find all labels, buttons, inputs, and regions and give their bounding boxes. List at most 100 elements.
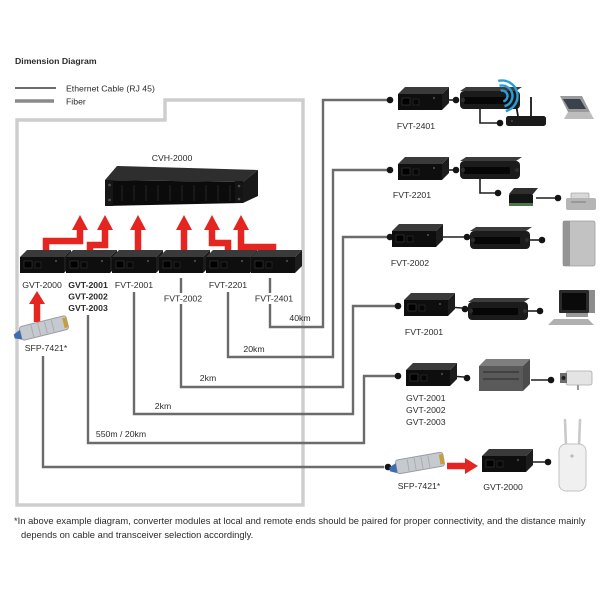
connector-dot	[554, 194, 562, 202]
module-label-fvt2002: FVT-2002	[164, 294, 202, 304]
printer-icon	[566, 192, 596, 210]
legend-fiber-label: Fiber	[66, 97, 86, 107]
local-sfp: SFP-7421*	[11, 291, 70, 353]
remote-row-fvt2401: FVT-2401	[386, 79, 594, 131]
distance-label-20km: 20km	[243, 344, 264, 354]
converter-module-icon	[19, 249, 72, 274]
connector-dot	[463, 233, 471, 241]
desktop-computer-icon	[548, 290, 595, 325]
remote-label-gvt2003: GVT-2003	[406, 417, 446, 427]
converter-module-icon	[205, 249, 258, 274]
distance-label-40km: 40km	[289, 313, 310, 323]
module-label-gvt2001: GVT-2001	[68, 280, 108, 290]
converter-module-icon	[405, 362, 458, 387]
laptop-icon	[560, 96, 594, 119]
connector-dot	[547, 376, 555, 384]
page-title: Dimension Diagram	[15, 56, 97, 66]
remote-label-fvt2201: FVT-2201	[393, 190, 431, 200]
wireless-access-point-icon	[558, 418, 587, 492]
module-label-gvt2003: GVT-2003	[68, 303, 108, 313]
connector-dot	[544, 458, 552, 466]
fiber-links	[41, 98, 395, 469]
up-arrow-icon	[237, 229, 277, 251]
converter-module-icon	[481, 448, 534, 473]
converter-module-icon	[111, 249, 164, 274]
up-arrow-icon	[42, 229, 84, 251]
ethernet-link	[479, 179, 495, 194]
connector-dot	[386, 233, 394, 241]
tower-speaker-icon	[562, 220, 596, 267]
fiber-link-fvt2002	[179, 235, 387, 389]
fiber-link-sfp	[41, 356, 384, 469]
dvr-box-icon	[479, 359, 530, 391]
module-label-gvt2000: GVT-2000	[22, 280, 62, 290]
converter-module-icon	[397, 156, 450, 181]
local-sfp-label: SFP-7421*	[25, 343, 68, 353]
remote-label-gvt2000: GVT-2000	[483, 482, 523, 492]
converter-module-icon	[391, 223, 444, 248]
uplink-arrows	[42, 229, 277, 251]
uplink-arrowheads	[72, 215, 249, 230]
chassis-icon	[105, 166, 258, 206]
chassis-label: CVH-2000	[152, 153, 193, 163]
ethernet-switch-icon	[468, 298, 530, 320]
ethernet-link	[449, 375, 465, 378]
right-arrowhead	[465, 458, 478, 474]
remote-label-fvt2002: FVT-2002	[391, 258, 429, 268]
connector-dot	[394, 372, 402, 380]
remote-row-fvt2002: FVT-2002	[386, 220, 596, 268]
up-arrow-icon	[86, 229, 109, 251]
ethernet-link	[447, 306, 463, 309]
sfp-transceiver-icon	[387, 451, 446, 476]
remote-row-fvt2001: FVT-2001	[394, 290, 595, 337]
module-label-gvt2002: GVT-2002	[68, 292, 108, 302]
up-arrowhead	[29, 291, 45, 304]
legend-ethernet-label: Ethernet Cable (RJ 45)	[66, 84, 155, 94]
converter-module-icon	[397, 86, 450, 111]
module-label-fvt2001: FVT-2001	[115, 280, 153, 290]
sfp-transceiver-icon	[11, 314, 70, 343]
connector-dot	[463, 374, 471, 382]
module-label-fvt2201: FVT-2201	[209, 280, 247, 290]
ethernet-link	[479, 109, 497, 124]
local-site-frame	[15, 98, 305, 507]
connector-dot	[496, 119, 504, 127]
connector-dot	[461, 305, 469, 313]
ethernet-switch-icon	[460, 157, 522, 179]
fiber-link-fvt2401	[268, 98, 387, 329]
converter-module-icon	[158, 249, 211, 274]
fiber-link-fvt2001	[132, 292, 395, 416]
remote-row-gvt: GVT-2001 GVT-2002 GVT-2003	[394, 359, 593, 427]
remote-label-gvt2001: GVT-2001	[406, 393, 446, 403]
distance-label-550m-20km: 550m / 20km	[96, 429, 146, 439]
connector-dot	[394, 302, 402, 310]
converter-module-icon	[250, 249, 303, 274]
label-backdrop	[251, 293, 297, 304]
remote-label-fvt2001: FVT-2001	[405, 327, 443, 337]
remote-label-fvt2401: FVT-2401	[397, 121, 435, 131]
wifi-signal-icon	[497, 79, 519, 113]
up-arrow-icon	[208, 229, 232, 251]
connector-dot	[452, 166, 460, 174]
remote-label-gvt2002: GVT-2002	[406, 405, 446, 415]
connector-dot	[536, 307, 544, 315]
connector-dot	[386, 166, 394, 174]
ip-camera-icon	[560, 370, 593, 390]
media-adapter-icon	[509, 188, 538, 206]
local-modules	[19, 249, 303, 274]
connector-dot	[538, 236, 546, 244]
ethernet-switch-icon	[470, 227, 532, 249]
distance-label-2km-a: 2km	[200, 373, 216, 383]
connector-dot	[452, 96, 460, 104]
converter-module-icon	[403, 292, 456, 317]
footnote: *In above example diagram, converter mod…	[14, 515, 586, 541]
remote-sfp-label: SFP-7421*	[398, 481, 441, 491]
connector-dot	[386, 96, 394, 104]
connector-dot	[494, 189, 502, 197]
distance-label-2km-b: 2km	[155, 401, 171, 411]
label-backdrop	[160, 293, 206, 304]
remote-row-sfp-gvt2000: SFP-7421* GVT-2000	[384, 418, 587, 492]
module-label-fvt2401: FVT-2401	[255, 294, 293, 304]
remote-row-fvt2201: FVT-2201	[386, 156, 596, 210]
